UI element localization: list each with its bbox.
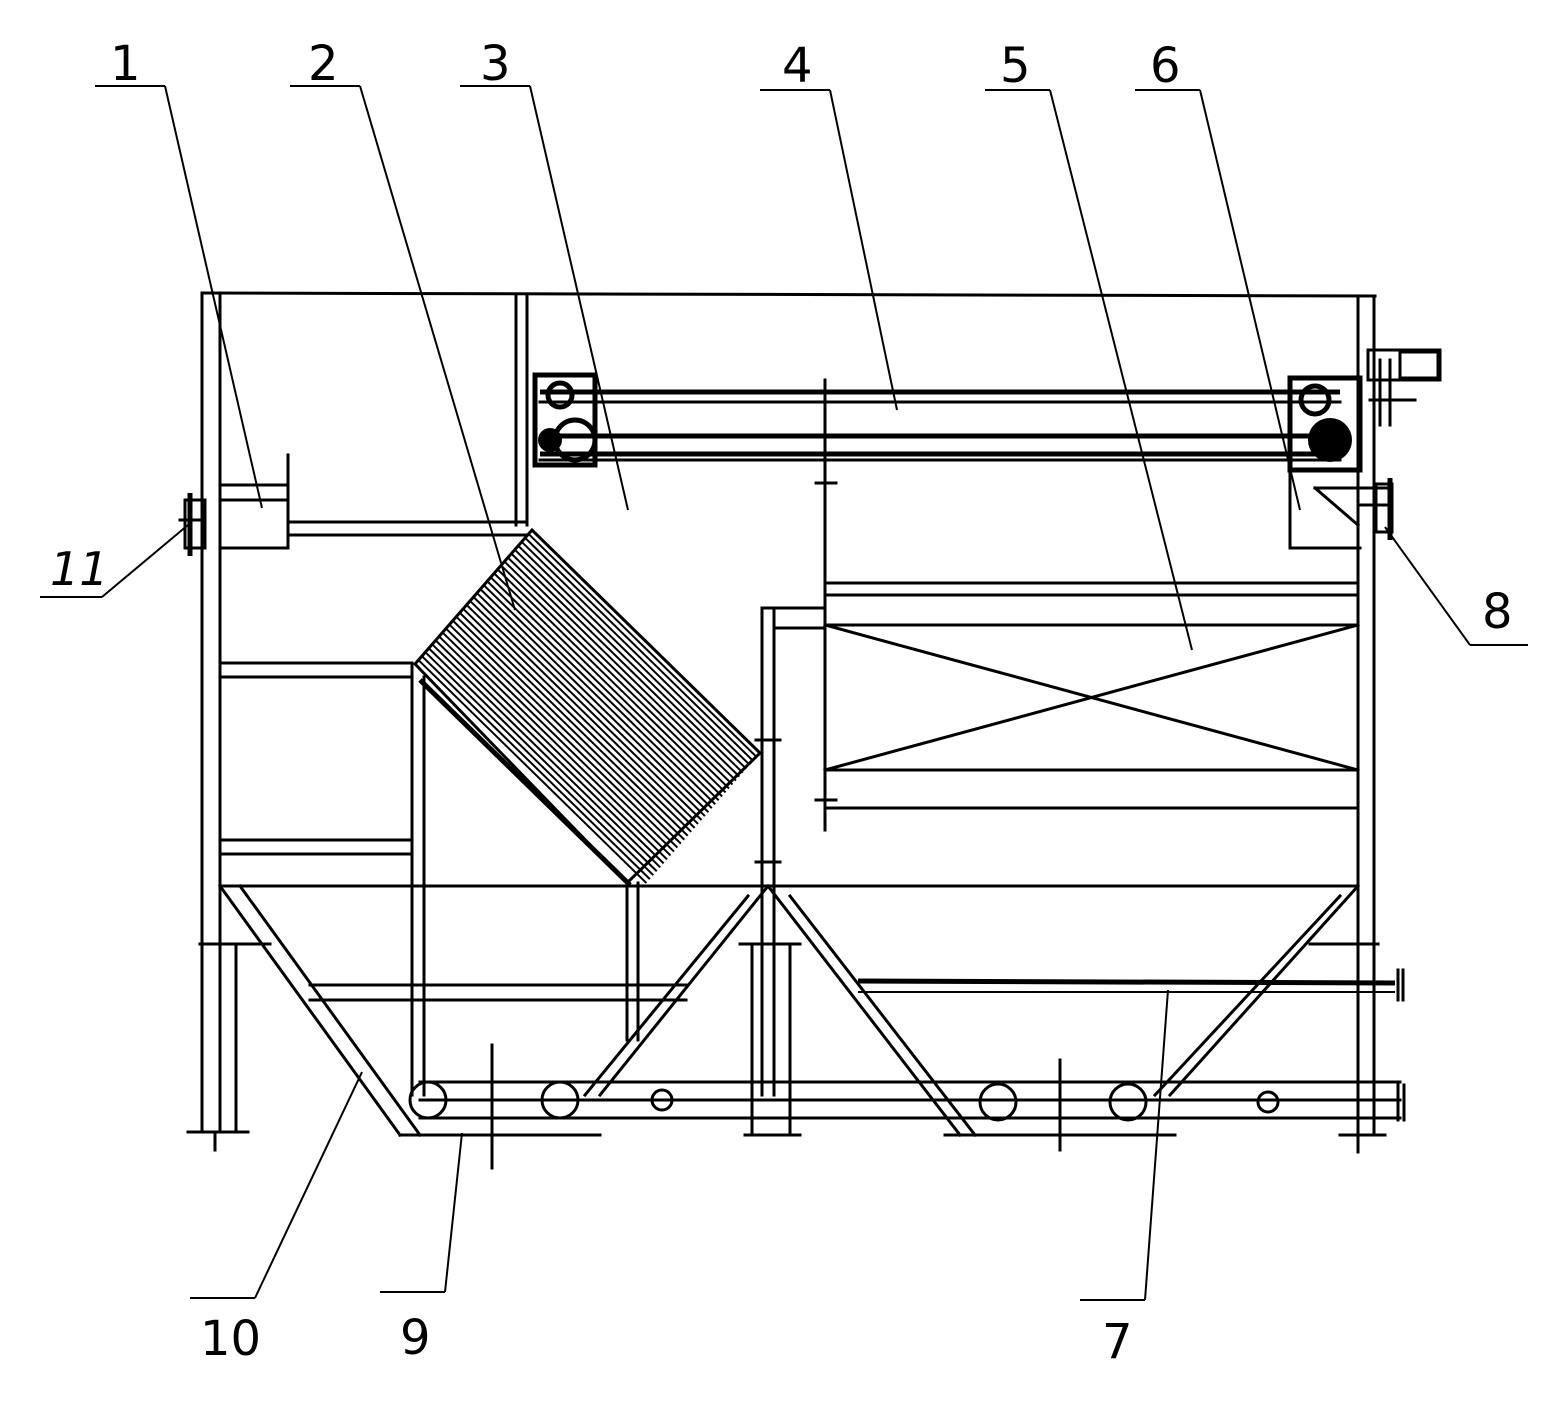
callout-11: 11	[50, 542, 109, 596]
callout-8: 8	[1482, 584, 1513, 640]
screen-hatching	[417, 533, 758, 884]
screen-slat	[441, 631, 672, 857]
screen-slat	[455, 615, 685, 841]
callout-4: 4	[782, 38, 813, 94]
screen-slat	[448, 623, 679, 849]
outer-frame	[186, 291, 1387, 1154]
screen-slat	[421, 655, 651, 880]
screen-slat	[459, 612, 689, 837]
callout-10: 10	[200, 1311, 261, 1367]
screen-slat	[445, 627, 675, 853]
screen-slat	[479, 588, 710, 813]
screen-slat	[434, 639, 665, 865]
screen-slat	[483, 584, 713, 809]
screen-slat	[524, 537, 754, 762]
screen-slat	[510, 552, 741, 778]
callout-5: 5	[1000, 38, 1031, 94]
screen-slat	[507, 556, 737, 782]
callout-6: 6	[1150, 38, 1181, 94]
screen-slat	[514, 548, 744, 774]
screen-slat	[517, 545, 747, 770]
screen-slat	[472, 596, 703, 821]
screen-slat	[462, 608, 692, 833]
chain-drive	[532, 348, 1442, 473]
screen-slat	[500, 564, 730, 790]
screen-slat	[493, 572, 723, 798]
screen-slat	[490, 576, 720, 802]
screen-slat	[496, 568, 727, 794]
sludge-conveyor	[408, 1043, 1406, 1170]
screen-slat	[428, 647, 658, 872]
sludge-hoppers	[217, 883, 1361, 1138]
callout-9: 9	[400, 1310, 431, 1366]
inclined-screen	[412, 527, 763, 1042]
screen-slat	[465, 604, 696, 829]
screen-slat	[438, 635, 668, 861]
leader-lines	[40, 85, 1528, 1301]
screen-slat	[424, 651, 655, 876]
screen-slat	[452, 619, 682, 845]
inlet-flange	[178, 493, 207, 556]
screen-slat	[527, 533, 758, 758]
screen-slat	[520, 541, 751, 766]
packing-module	[754, 378, 1360, 1097]
sludge-scraper	[857, 968, 1405, 1002]
callout-3: 3	[480, 36, 511, 92]
callout-2: 2	[308, 36, 339, 92]
outlet-flange	[1374, 478, 1394, 540]
screen-slat	[469, 600, 699, 825]
callout-1: 1	[110, 36, 141, 92]
callout-7: 7	[1102, 1314, 1133, 1370]
inlet-box	[218, 453, 529, 550]
screen-slat	[476, 592, 706, 817]
screen-slat	[417, 659, 648, 884]
screen-slat	[431, 643, 661, 869]
screen-slat	[486, 580, 716, 805]
callout-numbers: 1 2 3 4 5 6 7 8 9 10 11	[50, 36, 1513, 1370]
screen-slat	[503, 560, 734, 786]
